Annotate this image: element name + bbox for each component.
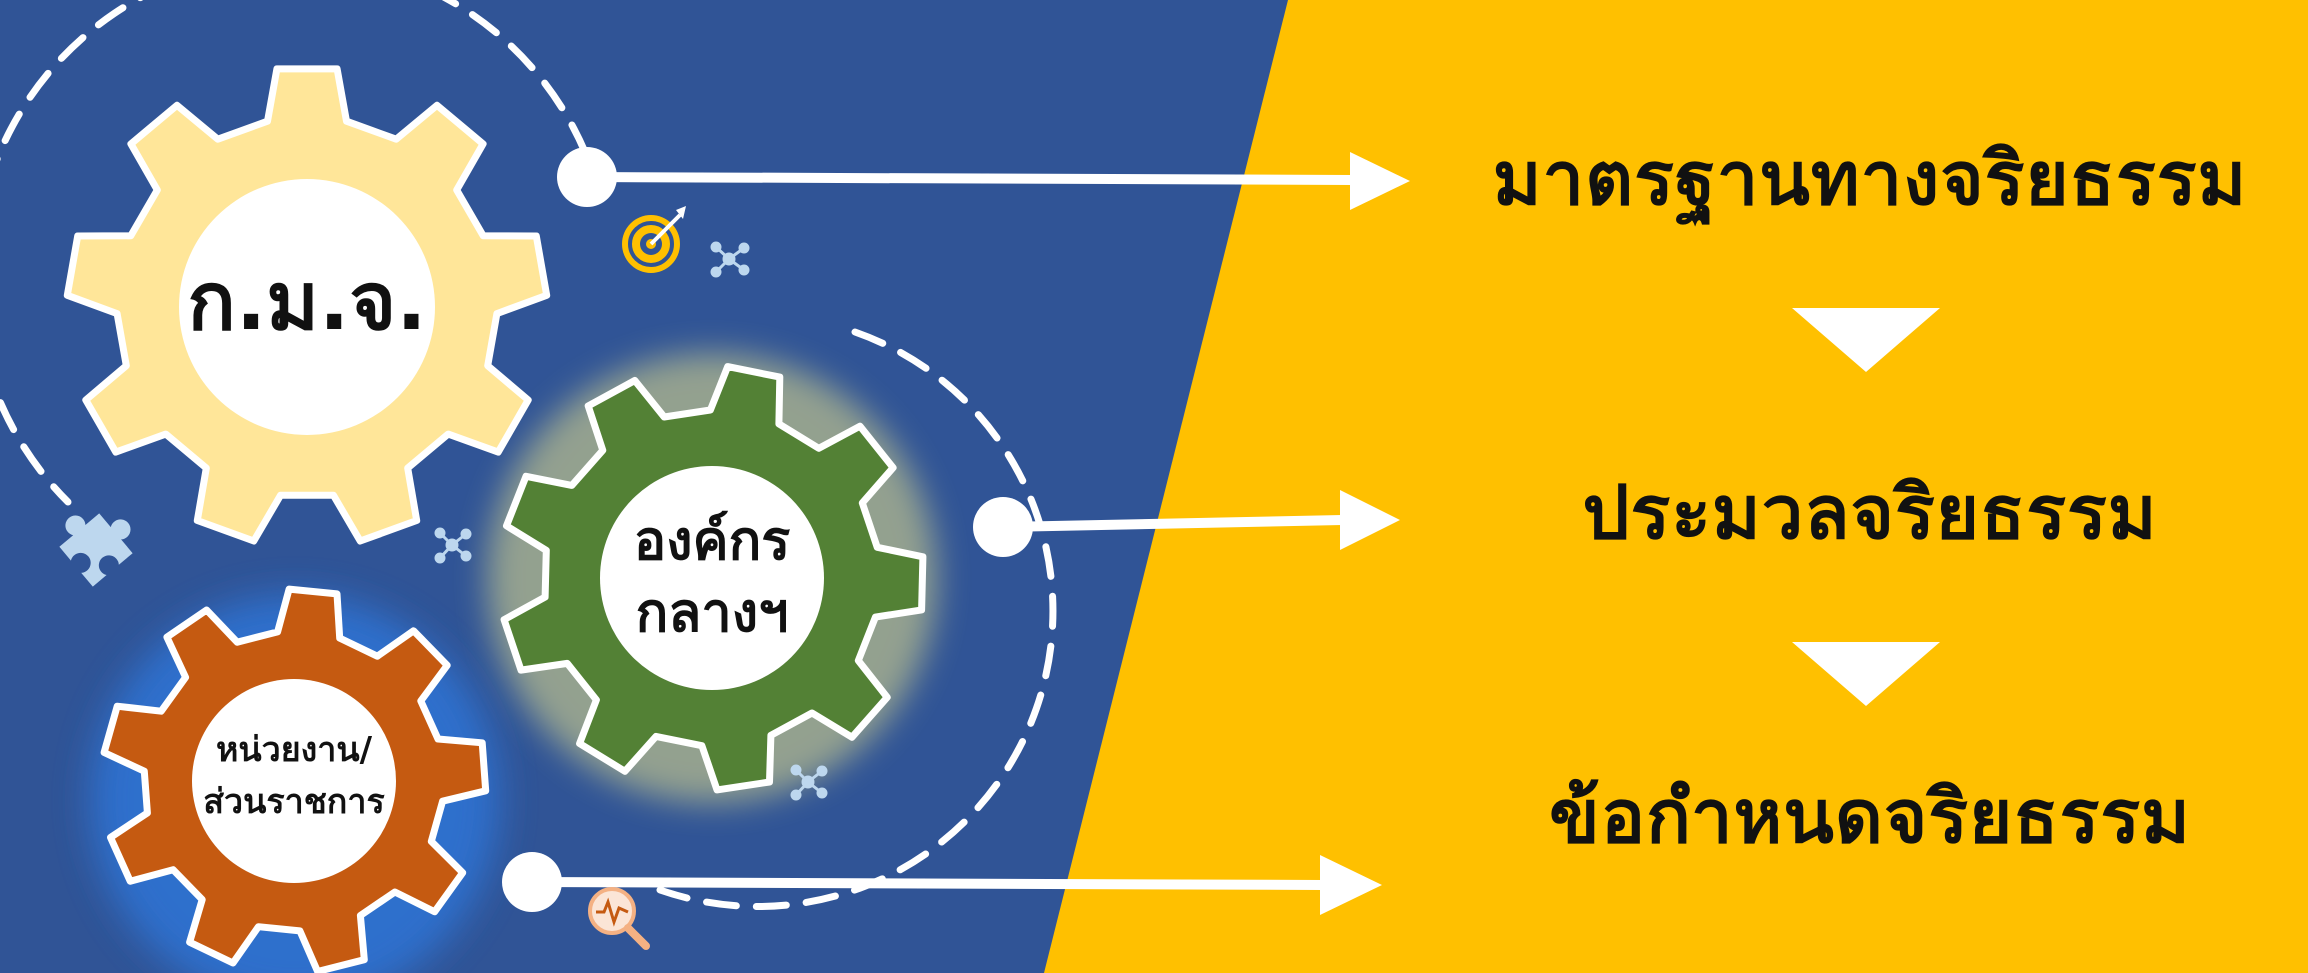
middle-gear-center [600,466,824,690]
network-icon [790,764,828,801]
bottom-gear-label: หน่วยงาน/ ส่วนราชการ [196,724,392,828]
step-label-2: ประมวลจริยธรรม [1582,470,2158,556]
puzzle-icon [59,513,133,587]
arrowhead-3 [1320,855,1382,915]
bottom-gear-label-line1: หน่วยงาน/ [215,730,373,770]
arrow-line-2 [1002,515,1343,532]
down-triangle-2 [1792,642,1940,706]
arrow-line-1 [586,172,1353,185]
step-label-3: ข้อกำหนดจริยธรรม [1549,774,2191,860]
bottom-gear-label-line2: ส่วนราชการ [203,782,385,822]
middle-gear-label-line1: องค์กร [633,509,791,572]
arrowhead-1 [1350,152,1410,210]
top-gear-center [179,179,435,435]
network-icon [434,527,472,564]
middle-gear-label-line2: กลางฯ [635,581,789,644]
middle-dashed-orbit [656,328,1057,911]
bottom-gear-center [192,679,396,883]
connector-dot-2 [973,497,1033,557]
middle-gear-label: องค์กร กลางฯ [600,505,824,649]
arrow-line-3 [531,877,1323,890]
connector-dot-1 [557,147,617,207]
target-icon [622,206,686,273]
connector-dot-3 [502,852,562,912]
down-triangle-1 [1792,308,1940,372]
magnifier-icon [588,887,650,950]
network-icon [710,241,750,278]
top-dashed-orbit [0,0,589,506]
step-label-1: มาตรฐานทางจริยธรรม [1492,136,2248,222]
arrowhead-2 [1340,490,1400,550]
top-gear-label: ก.ม.จ. [187,255,427,348]
